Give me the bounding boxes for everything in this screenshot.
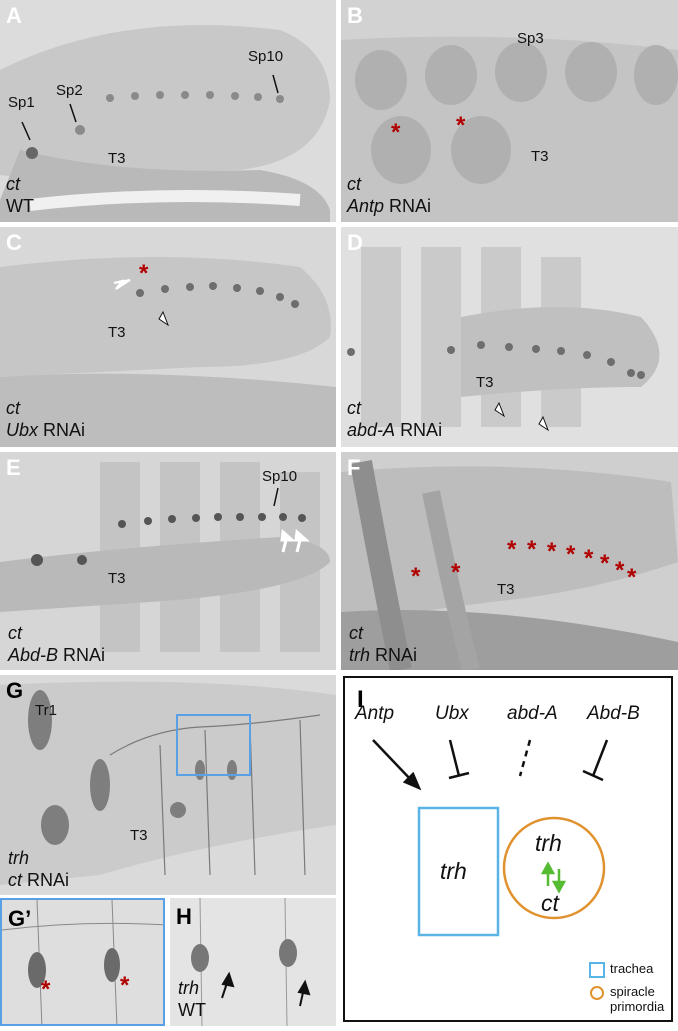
asterisk-marker: * <box>527 536 537 563</box>
panel-a-letter: A <box>6 3 22 28</box>
legend-spiracle: spiracle primordia <box>610 984 665 1014</box>
asterisk-marker: * <box>627 564 637 591</box>
panel-a-gene: ct <box>6 174 21 194</box>
panel-g: G Tr1 T3 trh ct RNAi <box>0 675 336 895</box>
panel-d-condition: abd-A RNAi <box>347 420 443 440</box>
panel-i-diagram <box>372 739 609 1000</box>
asterisk-marker: * <box>566 541 576 568</box>
regulator-antp: Antp <box>355 703 395 724</box>
label-t3: T3 <box>108 150 126 167</box>
spiracle-gene-top: trh <box>535 830 562 856</box>
panel-f: F * * * * * * * * * * T3 ct trh RNAi <box>341 452 678 670</box>
panel-h-gene: trh <box>178 978 200 998</box>
panel-e-letter: E <box>6 455 21 480</box>
asterisk-marker: * <box>120 972 130 999</box>
label-sp10: Sp10 <box>262 468 298 485</box>
panel-b-embryo <box>341 36 678 222</box>
asterisk-marker: * <box>139 260 149 287</box>
panel-h-letter: H <box>176 904 192 929</box>
label-sp2: Sp2 <box>56 82 83 99</box>
label-sp10: Sp10 <box>248 48 284 65</box>
panel-c-condition: Ubx RNAi <box>6 420 86 440</box>
panel-g-prime: G’ * * <box>0 898 165 1026</box>
panel-g-condition: ct RNAi <box>8 870 70 890</box>
panel-a-embryo <box>0 25 330 222</box>
panel-e-embryo <box>0 462 330 652</box>
asterisk-marker: * <box>615 557 625 584</box>
label-t3: T3 <box>130 827 148 844</box>
panel-i-letter: I <box>357 686 364 713</box>
panel-d-gene: ct <box>347 398 362 418</box>
asterisk-marker: * <box>456 112 466 139</box>
trachea-gene-label: trh <box>440 858 467 884</box>
asterisk-marker: * <box>600 550 610 577</box>
regulator-abd-a: abd-A <box>507 703 558 724</box>
label-sp1: Sp1 <box>8 94 35 111</box>
panel-f-letter: F <box>347 455 361 480</box>
panel-b-gene: ct <box>347 174 362 194</box>
legend-trachea: trachea <box>610 961 654 976</box>
label-t3: T3 <box>531 148 549 165</box>
panel-i: I Antp Ubx abd-A Abd-B trh trh ct trache… <box>343 676 673 1022</box>
label-sp3: Sp3 <box>517 30 544 47</box>
asterisk-marker: * <box>584 545 594 572</box>
panel-h: H trh WT <box>170 898 336 1026</box>
panel-e-condition: Abd-B RNAi <box>8 645 106 665</box>
panel-b-letter: B <box>347 3 363 28</box>
asterisk-marker: * <box>451 559 461 586</box>
asterisk-marker: * <box>507 536 517 563</box>
spiracle-gene-bottom: ct <box>541 890 559 916</box>
panel-a: A Sp1 Sp2 Sp10 T3 ct WT <box>0 0 336 222</box>
panel-h-detail <box>191 898 311 1026</box>
panel-f-embryo <box>341 460 678 670</box>
panel-d-letter: D <box>347 230 363 255</box>
label-t3: T3 <box>476 374 494 391</box>
panel-g-prime-letter: G’ <box>8 906 32 931</box>
panel-d: D T3 ct abd-A RNAi <box>341 227 678 447</box>
panel-f-condition: trh RNAi <box>349 645 418 665</box>
asterisk-marker: * <box>411 563 421 590</box>
regulator-ubx: Ubx <box>435 703 469 724</box>
panel-f-gene: ct <box>349 623 364 643</box>
label-t3: T3 <box>497 581 515 598</box>
panel-d-embryo <box>347 247 660 432</box>
regulator-abd-b: Abd-B <box>587 703 640 724</box>
panel-e-gene: ct <box>8 623 23 643</box>
label-tr1: Tr1 <box>35 702 57 719</box>
panel-g-embryo <box>0 681 336 885</box>
panel-g-gene: trh <box>8 848 30 868</box>
panel-g-prime-detail <box>2 900 163 1024</box>
asterisk-marker: * <box>41 976 51 1003</box>
asterisk-marker: * <box>391 119 401 146</box>
panel-e: E Sp10 T3 ct Abd-B RNAi <box>0 452 336 670</box>
panel-c: C * T3 ct Ubx RNAi <box>0 227 336 447</box>
panel-b: B Sp3 T3 * * ct Antp RNAi <box>341 0 678 222</box>
panel-c-gene: ct <box>6 398 21 418</box>
panel-h-condition: WT <box>178 1000 206 1020</box>
panel-c-letter: C <box>6 230 22 255</box>
label-t3: T3 <box>108 324 126 341</box>
panel-g-letter: G <box>6 678 24 703</box>
label-t3: T3 <box>108 570 126 587</box>
panel-b-condition: Antp RNAi <box>347 196 432 216</box>
panel-c-embryo <box>0 257 336 447</box>
asterisk-marker: * <box>547 538 557 565</box>
panel-a-condition: WT <box>6 196 34 216</box>
